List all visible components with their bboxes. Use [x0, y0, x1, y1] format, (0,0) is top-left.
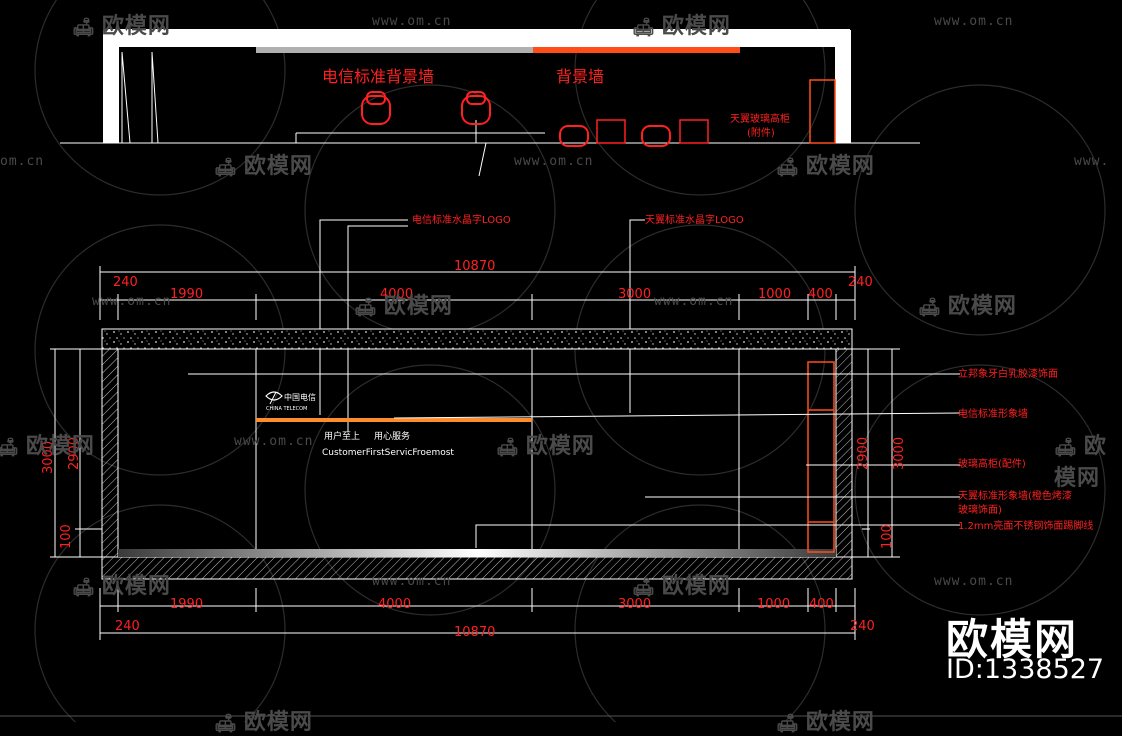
watermark-url: www.om.cn [934, 14, 1014, 29]
dim-total-top: 10870 [454, 259, 495, 274]
logo-callouts [319, 219, 645, 432]
dim-4000-top: 4000 [380, 287, 413, 302]
watermark-url: www.om.cn [372, 14, 452, 29]
note-latex-paint: 立邦象牙白乳胶漆饰面 [958, 367, 1058, 380]
dim-240-top-right: 240 [848, 275, 873, 290]
note-telecom-wall: 电信标准形象墙 [958, 407, 1028, 420]
watermark-url: www.om.cn [372, 574, 452, 589]
glass-cabinet-plan [809, 79, 836, 144]
wall-left [101, 348, 119, 558]
watermark-logo: 🛋欧模网 [632, 574, 731, 599]
orange-strip [256, 418, 532, 422]
watermark-logo: 🛋欧模网 [72, 14, 171, 39]
watermark-url: www.om.cn [654, 294, 734, 309]
watermark-stamp-brand: 欧模网 [946, 615, 1079, 664]
dim-3000-right: 3000 [892, 437, 907, 470]
floor-band [101, 556, 853, 580]
top-dimensions [99, 266, 856, 320]
baseboard-glow [118, 549, 836, 557]
watermark-logo: 🛋欧模网 [214, 710, 313, 735]
ceiling-band [101, 328, 853, 350]
dim-2900-right: 2900 [856, 437, 871, 470]
slogan-cn-left: 用户至上 [324, 430, 360, 442]
watermark-logo: 🛋欧模网 [632, 14, 731, 39]
grey-wall-bar [256, 47, 533, 53]
dim-3000-left: 3000 [41, 441, 56, 474]
watermark-logo: 🛋欧模网 [776, 710, 875, 735]
label-telecom-backwall: 电信标准背景墙 [322, 67, 434, 86]
bottom-dimensions [99, 588, 856, 640]
watermark-logo: 🛋欧模网 [214, 154, 313, 179]
note-tianyi-wall-cont: 玻璃饰面) [958, 503, 1002, 516]
label-glass-cabinet-note: (附件) [747, 126, 775, 139]
dim-400-bottom: 400 [809, 597, 834, 612]
watermark-logo: 🛋欧模网 [776, 154, 875, 179]
glass-cabinet-elevation [807, 361, 835, 553]
callout-telecom-logo: 电信标准水晶字LOGO [412, 213, 511, 226]
watermark-logo: 🛋欧模网 [918, 294, 1017, 319]
watermark-stamp-id: ID:1338527 [946, 654, 1105, 685]
dim-400-top: 400 [808, 287, 833, 302]
wall-right [835, 348, 853, 558]
note-glass-cabinet: 玻璃高柜(配件) [958, 457, 1026, 470]
label-glass-cabinet: 天翼玻璃高柜 [730, 112, 790, 125]
watermark-logo: 🛋欧模网 [0, 434, 95, 459]
watermark-url: om.cn [0, 154, 45, 169]
slogan-en: CustomerFirstServicFroemost [322, 448, 454, 458]
watermark-circles [34, 0, 1106, 722]
watermark-url: www.om.cn [234, 434, 314, 449]
slogan-cn-right: 用心服务 [374, 430, 410, 442]
watermark-logo: 🛋欧模网 [72, 574, 171, 599]
watermark-url: www.om.cn [92, 294, 172, 309]
dim-240-bottom-right: 240 [850, 619, 875, 634]
dim-240-top-left: 240 [113, 275, 138, 290]
counter-block [679, 119, 709, 144]
counter-block [596, 119, 626, 144]
svg-text:CHINA TELECOM: CHINA TELECOM [266, 406, 307, 412]
watermark-url: www. [1074, 154, 1110, 169]
dim-240-bottom-left: 240 [115, 619, 140, 634]
dim-4000-bottom: 4000 [378, 597, 411, 612]
dim-2900-left: 2900 [67, 437, 82, 470]
top-view: 电信标准背景墙 背景墙 天翼玻璃高柜 (附件) [60, 29, 920, 177]
note-skirting: 1.2mm亮面不锈钢饰面踢脚线 [958, 519, 1093, 532]
vertical-dimensions [50, 348, 900, 558]
watermark-url: www.om.cn [934, 574, 1014, 589]
chair-icon [461, 91, 491, 125]
dim-3000-top: 3000 [618, 287, 651, 302]
watermark-logo: 🛋欧模网 [354, 294, 453, 319]
orange-wall-bar [533, 47, 740, 53]
elevation: 中国电信 CHINA TELECOM 用户至上 用心服务 CustomerFir… [101, 328, 961, 580]
watermark-logo: 🛋欧模网 [1054, 434, 1107, 491]
watermark-url: www.om.cn [514, 154, 594, 169]
label-backwall: 背景墙 [556, 67, 604, 86]
china-telecom-logo: 中国电信 CHINA TELECOM [265, 391, 316, 412]
dim-1990-top: 1990 [170, 287, 203, 302]
dim-1000-top: 1000 [758, 287, 791, 302]
dim-1990-bottom: 1990 [170, 597, 203, 612]
chair-icon [361, 91, 391, 125]
dim-3000-bottom: 3000 [618, 597, 651, 612]
watermark-logo: 🛋欧模网 [496, 434, 595, 459]
dim-1000-bottom: 1000 [757, 597, 790, 612]
chair-icon [641, 125, 671, 147]
svg-text:中国电信: 中国电信 [284, 392, 316, 402]
dim-total-bottom: 10870 [454, 625, 495, 640]
callout-tianyi-logo: 天翼标准水晶字LOGO [645, 213, 744, 226]
dim-100-left: 100 [59, 524, 74, 549]
note-tianyi-wall: 天翼标准形象墙(橙色烤漆 [958, 489, 1072, 502]
dim-100-right: 100 [880, 524, 895, 549]
chair-icon [559, 125, 589, 147]
